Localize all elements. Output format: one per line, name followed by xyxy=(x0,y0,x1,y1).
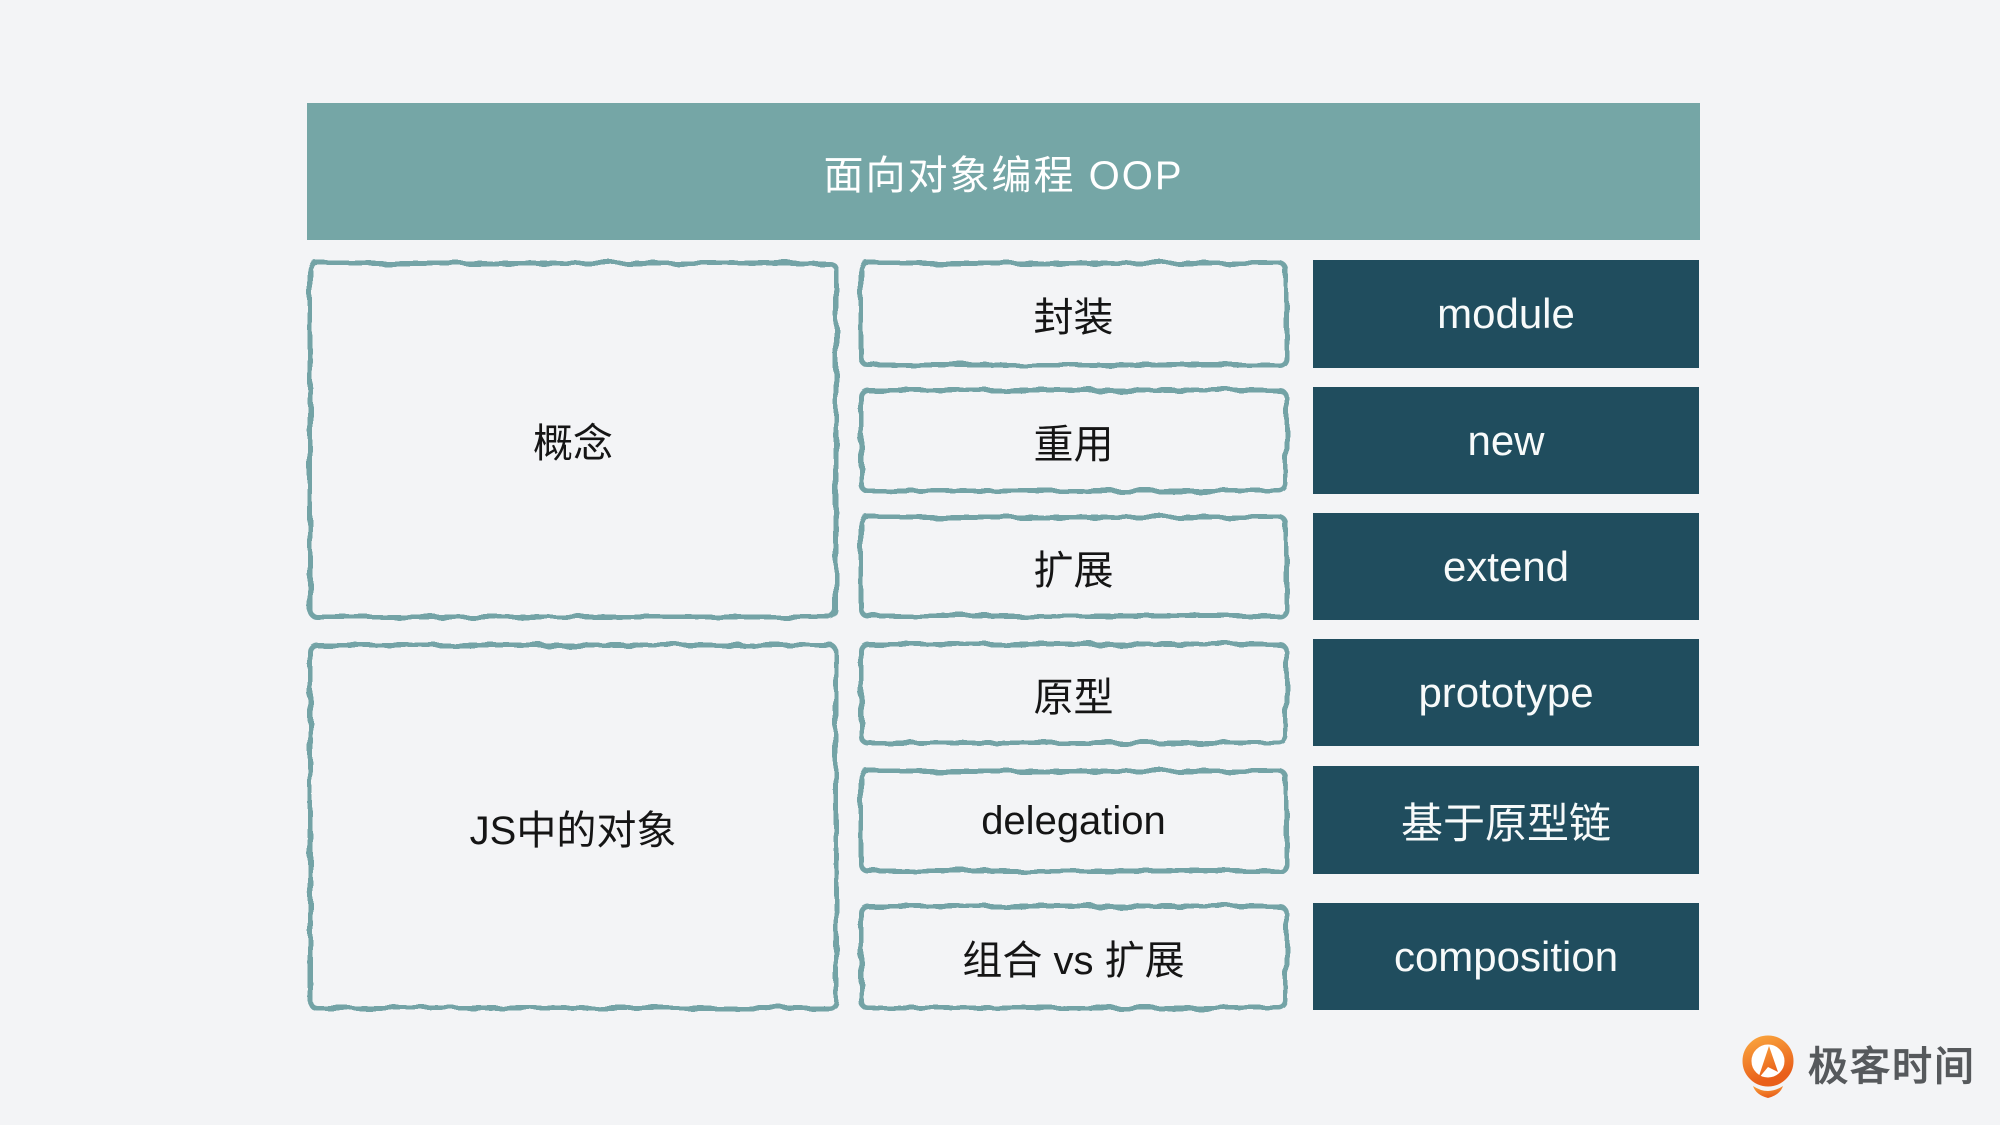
concept-label: 原型 xyxy=(1033,675,1114,720)
impl-box-module: module xyxy=(1313,260,1699,368)
concept-label: 组合 vs 扩展 xyxy=(962,939,1185,983)
impl-box-new: new xyxy=(1313,387,1699,494)
concept-box-reuse: 重用 xyxy=(856,385,1291,496)
concept-box-encapsulation: 封装 xyxy=(856,258,1291,370)
concept-label: 封装 xyxy=(1033,296,1114,340)
concept-label: delegation xyxy=(981,798,1166,843)
geektime-logo-text: 极客时间 xyxy=(1808,1045,1976,1089)
page-title: 面向对象编程 OOP xyxy=(823,153,1184,198)
group-box-js-objects: JS中的对象 xyxy=(305,640,841,1013)
concept-box-extension: 扩展 xyxy=(856,512,1291,621)
geektime-logo: 极客时间 xyxy=(1741,1034,1976,1100)
impl-label: prototype xyxy=(1418,668,1594,716)
impl-label: module xyxy=(1437,290,1575,337)
impl-label: 基于原型链 xyxy=(1400,799,1611,847)
impl-box-extend: extend xyxy=(1313,513,1699,620)
group-label: 概念 xyxy=(533,422,613,466)
concept-box-prototype: 原型 xyxy=(856,639,1291,748)
geektime-pin-icon xyxy=(1742,1035,1794,1098)
impl-box-prototype: prototype xyxy=(1313,639,1699,746)
impl-label: new xyxy=(1467,416,1545,464)
concept-box-composition-vs-extension: 组合 vs 扩展 xyxy=(856,901,1291,1013)
group-box-concepts: 概念 xyxy=(305,258,841,622)
title-banner: 面向对象编程 OOP xyxy=(307,103,1700,240)
concept-box-delegation: delegation xyxy=(856,766,1291,876)
impl-box-composition: composition xyxy=(1313,903,1699,1010)
concept-label: 扩展 xyxy=(1033,548,1114,593)
impl-box-prototype-chain: 基于原型链 xyxy=(1313,766,1699,874)
group-label: JS中的对象 xyxy=(469,808,677,853)
concept-label: 重用 xyxy=(1033,422,1114,467)
impl-label: extend xyxy=(1442,542,1570,590)
impl-label: composition xyxy=(1393,932,1619,980)
